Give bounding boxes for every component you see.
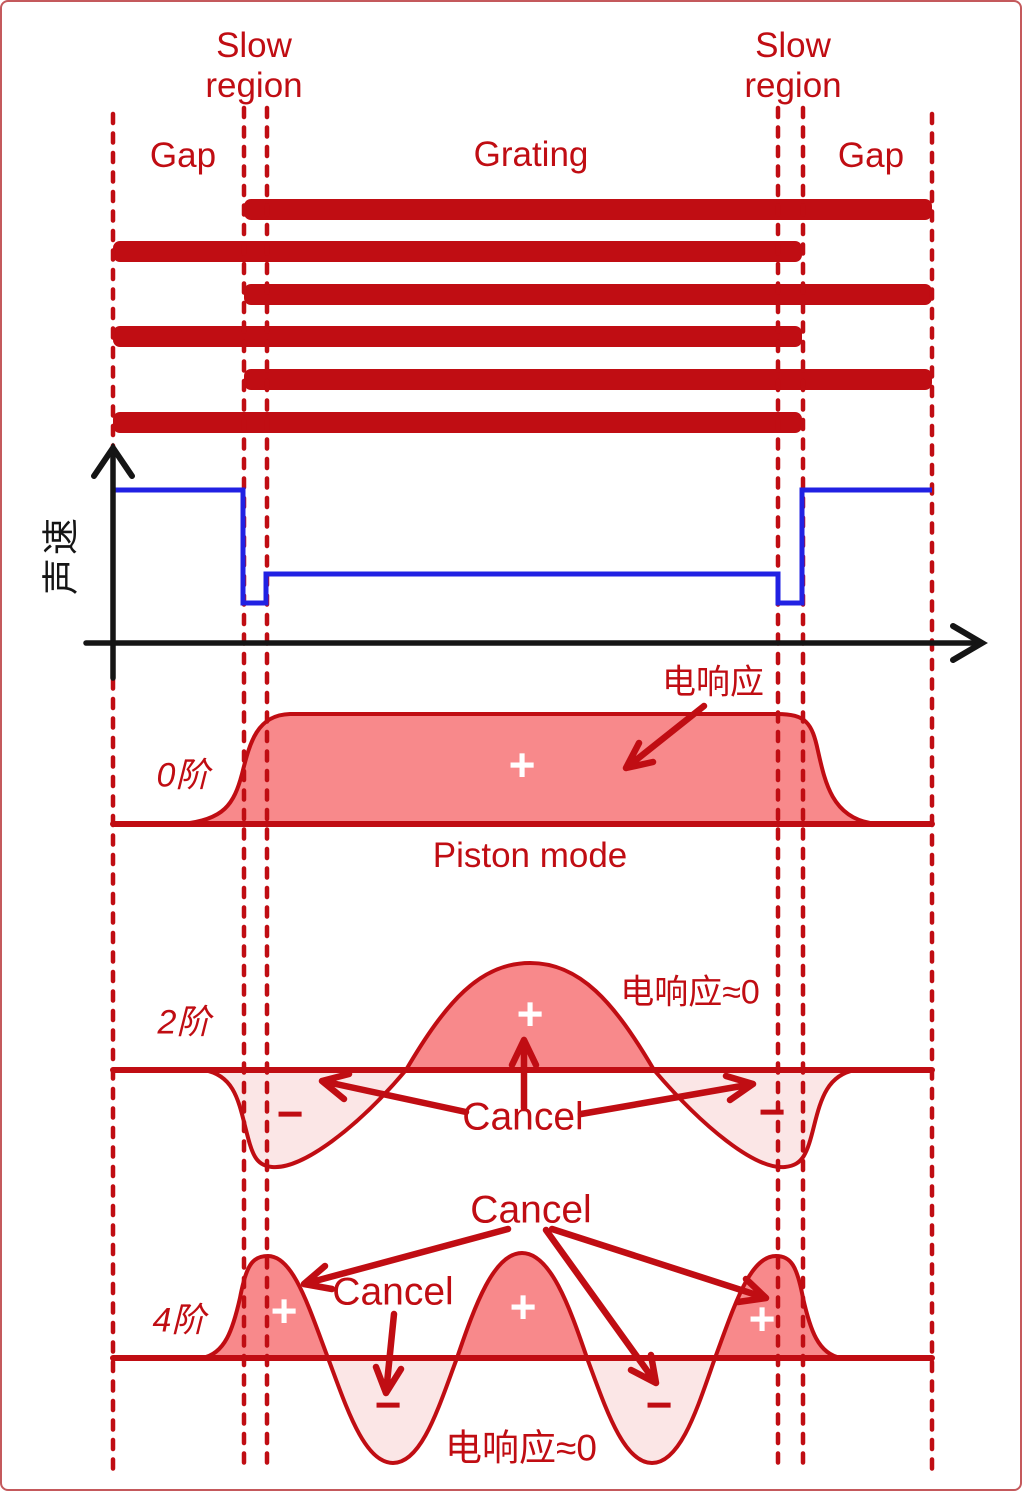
mode4-response-label: 电响应≈0 [445,1427,597,1469]
mode4-order-label: 4阶 [152,1301,206,1340]
mode2-cancel-arrow-up [508,1036,540,1112]
mode4-cancel-label-left: Cancel [332,1270,454,1314]
mode0-plus-sign: + [508,738,536,791]
grating-bar [244,284,932,305]
grating-label: Grating [473,134,589,174]
mode0-order-label: 0阶 [156,756,210,795]
grating-bar [113,326,802,347]
mode2-minus-sign-left: − [276,1087,304,1140]
grating-bar [244,369,932,390]
annotation-arrows [300,702,770,1397]
mode0-response-label: 电响应 [662,663,764,702]
mode2-cancel-arrow-right [577,1072,757,1118]
grating-bars [113,199,932,433]
piston-mode-caption: Piston mode [432,835,628,875]
grating-bar [113,241,802,262]
mode2-cancel-label: Cancel [462,1095,584,1139]
gap-label-left: Gap [149,135,217,175]
mode4-positive-lobe-center [455,1251,589,1360]
region-boundary-dashed-lines [110,105,935,1473]
mode2-response-label: 电响应≈0 [620,973,760,1012]
mode4-cancel-arrow-to-right-minus [542,1226,660,1387]
mode4-minus-sign-left: − [374,1378,402,1431]
sound-velocity-axis-label: 声速 [40,515,82,595]
grating-bar [113,412,802,433]
mode4-negative-lobe-left [326,1356,459,1465]
gap-label-right: Gap [837,135,905,175]
mode2-positive-lobe [404,961,656,1072]
mode4-cancel-arrow-to-right-plus [548,1225,770,1306]
mode4-negative-lobe-right [585,1356,717,1465]
mode2-plus-sign: + [516,987,544,1040]
mode2-negative-lobe-left [202,1068,408,1170]
y-axis-arrowhead [91,442,135,479]
mode4-plus-sign-center: + [509,1280,537,1333]
mode4-plus-sign-left: + [270,1284,298,1337]
mode4-cancel-arrow-to-left-plus [300,1225,512,1293]
mode2-order-label: 2阶 [157,1003,211,1042]
x-axis-arrowhead [950,623,988,663]
mode4-cancel-left-arrow-down [372,1310,405,1397]
grating-bar [244,199,932,220]
slow-region-label-left: Slow region [205,25,303,105]
mode4-cancel-label-top: Cancel [470,1188,592,1232]
mode2-cancel-arrow-left [318,1070,470,1116]
mode2-minus-sign-right: − [758,1085,786,1138]
mode4-plus-sign-right: + [748,1292,776,1345]
velocity-profile-line [113,487,932,606]
velocity-axes [83,442,988,681]
slow-region-label-right: Slow region [744,25,842,105]
mode4-minus-sign-right: − [645,1378,673,1431]
mode0-response-arrow [622,702,708,772]
